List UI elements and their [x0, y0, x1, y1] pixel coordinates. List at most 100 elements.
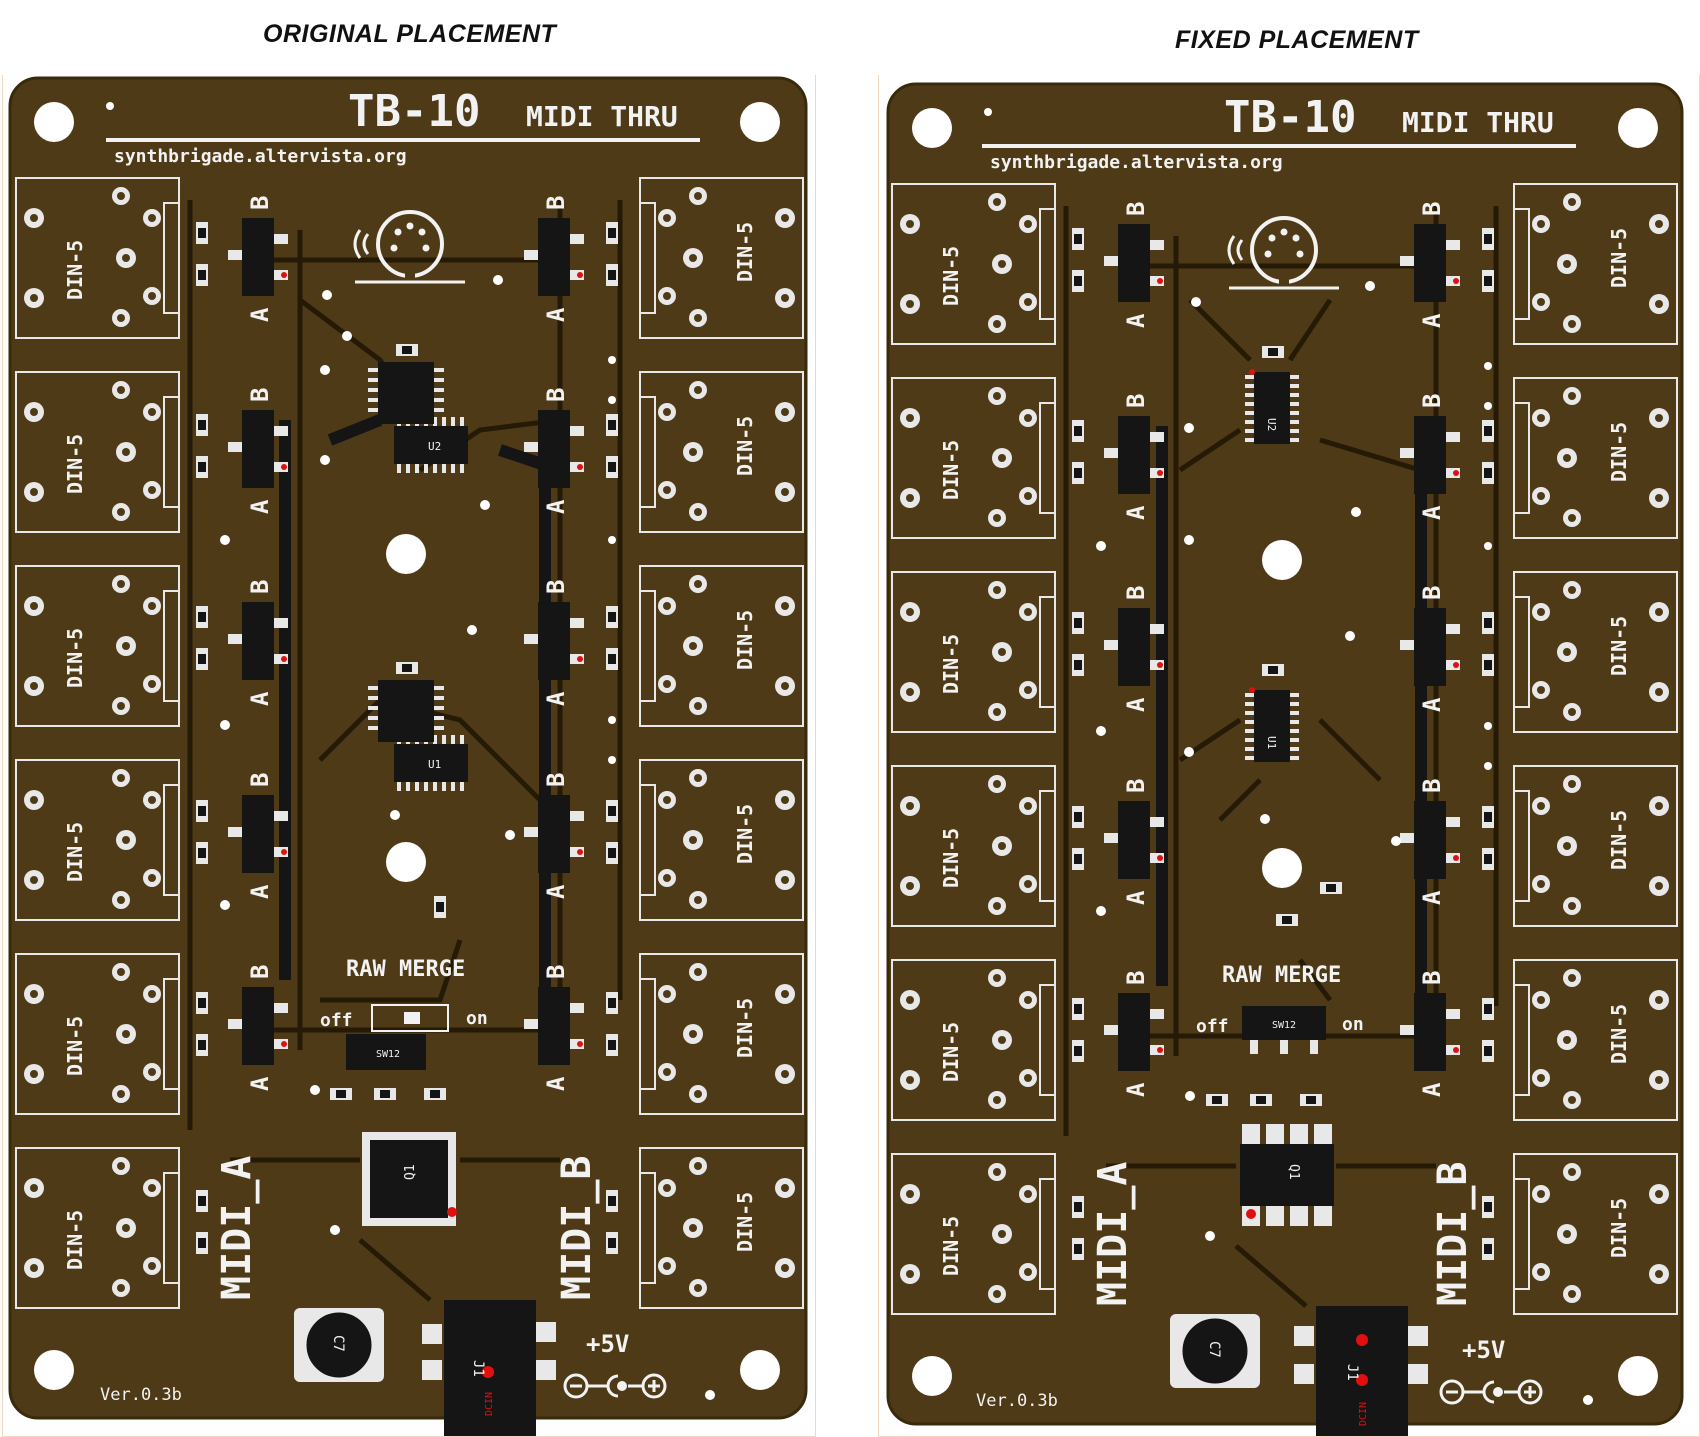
ic-u1-label: U1: [1265, 736, 1278, 749]
switch-b-label: B: [1122, 586, 1150, 600]
switch-b-label: B: [542, 773, 570, 787]
sw12-label: SW12: [376, 1049, 400, 1060]
board-subtitle: MIDI THRU: [526, 100, 678, 133]
din-label: DIN-5: [939, 634, 963, 694]
switch-b-label: B: [1122, 779, 1150, 793]
switch-a-label: A: [542, 307, 570, 322]
din-label: DIN-5: [1607, 422, 1631, 482]
switch-a-label: A: [542, 1076, 570, 1091]
raw-merge-label: RAW MERGE: [1222, 963, 1341, 988]
din-label: DIN-5: [733, 1192, 757, 1252]
switch-b-label: B: [246, 388, 274, 402]
q1-label: Q1: [403, 1164, 418, 1180]
din-label: DIN-5: [939, 440, 963, 500]
switch-b-label: B: [1418, 202, 1446, 216]
switch-a-label: A: [246, 691, 274, 706]
switch-a-label: A: [1122, 1082, 1150, 1097]
switch-off-label: off: [1196, 1016, 1229, 1037]
switch-b-label: B: [542, 580, 570, 594]
switch-on-label: on: [466, 1008, 488, 1029]
switch-b-label: B: [542, 388, 570, 402]
caption-fixed: FIXED PLACEMENT: [1175, 26, 1419, 54]
switch-b-label: B: [246, 196, 274, 210]
ic-u2-label: U2: [1265, 418, 1278, 431]
switch-a-label: A: [246, 1076, 274, 1091]
switch-b-label: B: [1418, 779, 1446, 793]
switch-b-label: B: [1122, 971, 1150, 985]
switch-a-label: A: [542, 884, 570, 899]
midi-a-label: MIDI_A: [214, 1156, 260, 1301]
switch-a-label: A: [1122, 313, 1150, 328]
power-label: +5V: [586, 1330, 629, 1358]
switch-b-label: B: [246, 580, 274, 594]
din-label: DIN-5: [733, 416, 757, 476]
din-label: DIN-5: [1607, 616, 1631, 676]
power-label: +5V: [1462, 1336, 1505, 1364]
switch-b-label: B: [1418, 394, 1446, 408]
board-url: synthbrigade.altervista.org: [114, 146, 407, 167]
c7-label: C7: [330, 1335, 346, 1352]
din-label: DIN-5: [733, 998, 757, 1058]
switch-off-label: off: [320, 1010, 353, 1031]
switch-b-label: B: [542, 965, 570, 979]
din-label: DIN-5: [939, 1022, 963, 1082]
q1-label: Q1: [1286, 1164, 1301, 1180]
din-label: DIN-5: [63, 434, 87, 494]
board-title: TB-10: [348, 86, 480, 137]
din-label: DIN-5: [1607, 1004, 1631, 1064]
switch-b-label: B: [1418, 971, 1446, 985]
din-label: DIN-5: [63, 822, 87, 882]
switch-a-label: A: [246, 884, 274, 899]
switch-a-label: A: [1418, 890, 1446, 905]
ic-u1-label: U1: [428, 758, 441, 771]
switch-b-label: B: [246, 965, 274, 979]
switch-b-label: B: [1418, 586, 1446, 600]
din-label: DIN-5: [733, 610, 757, 670]
din-label: DIN-5: [63, 240, 87, 300]
switch-b-label: B: [246, 773, 274, 787]
din-label: DIN-5: [733, 804, 757, 864]
version-label: Ver.0.3b: [976, 1391, 1058, 1411]
switch-b-label: B: [1122, 394, 1150, 408]
switch-a-label: A: [542, 499, 570, 514]
switch-a-label: A: [1418, 313, 1446, 328]
version-label: Ver.0.3b: [100, 1385, 182, 1405]
c7-label: C7: [1206, 1341, 1222, 1358]
pcb-board-fixed: TB-10 MIDI THRU synthbrigade.altervista.…: [886, 82, 1684, 1436]
midi-b-label: MIDI_B: [554, 1156, 600, 1301]
raw-merge-label: RAW MERGE: [346, 957, 465, 982]
j1-label: J1: [1344, 1364, 1360, 1381]
din-label: DIN-5: [939, 1216, 963, 1276]
switch-b-label: B: [542, 196, 570, 210]
din-label: DIN-5: [63, 1210, 87, 1270]
din-label: DIN-5: [939, 246, 963, 306]
switch-a-label: A: [246, 499, 274, 514]
din-label: DIN-5: [1607, 810, 1631, 870]
board-url: synthbrigade.altervista.org: [990, 152, 1283, 173]
switch-a-label: A: [1122, 697, 1150, 712]
sw12-switch: [1242, 1006, 1326, 1040]
dc-jack: [1316, 1306, 1408, 1436]
midi-a-label: MIDI_A: [1090, 1162, 1136, 1307]
sw12-label: SW12: [1272, 1020, 1296, 1031]
ic-u2-label: U2: [428, 440, 441, 453]
caption-original: ORIGINAL PLACEMENT: [263, 20, 557, 48]
board-title: TB-10: [1224, 92, 1356, 143]
switch-a-label: A: [1418, 1082, 1446, 1097]
midi-b-label: MIDI_B: [1430, 1162, 1476, 1307]
board-subtitle: MIDI THRU: [1402, 106, 1554, 139]
dcin-label: DCIN: [1358, 1402, 1369, 1426]
switch-b-label: B: [1122, 202, 1150, 216]
switch-on-label: on: [1342, 1014, 1364, 1035]
switch-a-label: A: [1418, 505, 1446, 520]
switch-a-label: A: [246, 307, 274, 322]
din-label: DIN-5: [939, 828, 963, 888]
din-label: DIN-5: [63, 1016, 87, 1076]
dcin-label: DCIN: [484, 1392, 495, 1416]
sw12-switch: [346, 1034, 426, 1070]
switch-a-label: A: [1122, 890, 1150, 905]
din-label: DIN-5: [733, 222, 757, 282]
din-label: DIN-5: [1607, 228, 1631, 288]
pcb-board-original: TB-10 MIDI THRU synthbrigade.altervista.…: [8, 76, 808, 1436]
